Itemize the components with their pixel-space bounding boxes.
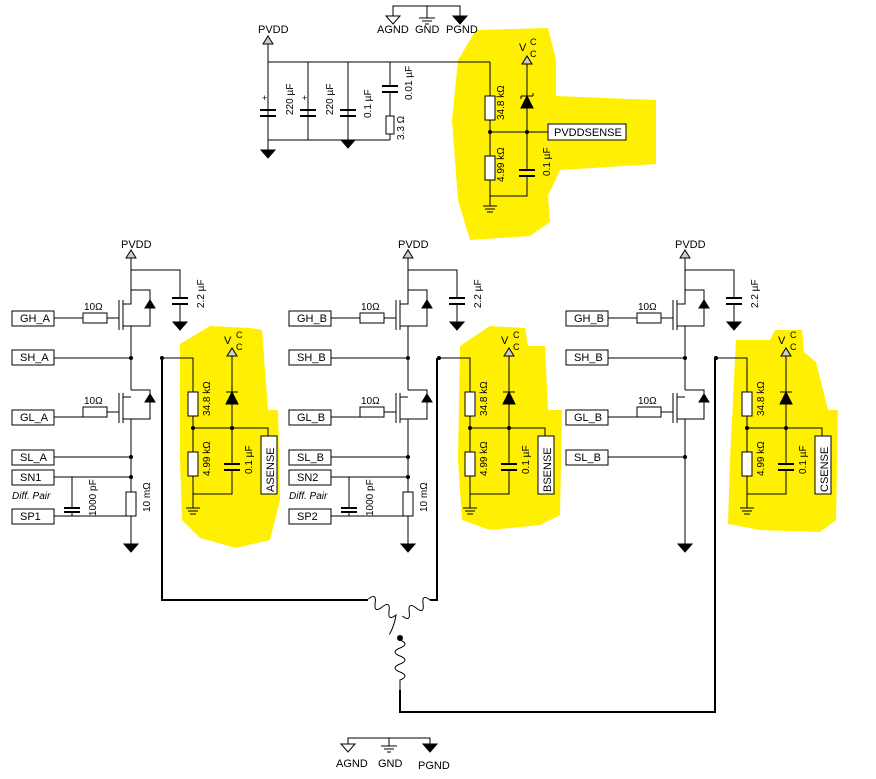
phase-2-vcc-sub: C	[513, 330, 520, 340]
phase-3-sense-net: CSENSE	[819, 447, 831, 492]
phase-3-rg-high-label: 10Ω	[638, 302, 657, 313]
highlight-csense	[728, 330, 838, 532]
svg-text:C: C	[530, 37, 537, 47]
phase-1-rbot-label: 4.99 kΩ	[202, 441, 213, 476]
top-snubber-label: 3.3 Ω	[396, 115, 407, 140]
phase-2-sn-net: SN2	[297, 472, 318, 484]
phase-3-pvdd-label: PVDD	[675, 239, 706, 251]
phase-3-sl-net: SL_B	[574, 452, 601, 464]
phase-1-csense-label: 1000 pF	[88, 479, 99, 516]
phase-2-cap-label: 0.1 µF	[521, 445, 532, 474]
phase-3-gh-net: GH_B	[574, 313, 604, 325]
phase-1-rg-low-label: 10Ω	[84, 396, 103, 407]
phase-1-sp-net: SP1	[20, 511, 41, 523]
phase-2-rg-high-label: 10Ω	[361, 302, 380, 313]
top-bulk-caps: PVDD + 220 µF + 220 µF 0.1 µF 0.01 µF 3.…	[258, 24, 490, 159]
phase-1-vcc-label: V	[224, 335, 232, 347]
phase-1: PVDD 2.2 µF 10Ω GH_A SH_A 10Ω GL_A SL_A 10 mΩ SN1…	[11, 239, 278, 553]
phase-1-rtop-label: 34.8 kΩ	[202, 381, 213, 416]
phase-1-sense-net: ASENSE	[265, 447, 277, 492]
phase-2-bulk-cap-label: 2.2 µF	[473, 279, 484, 308]
svg-text:4.99 kΩ: 4.99 kΩ	[496, 147, 507, 182]
phase-2-vcc-label: V	[501, 335, 509, 347]
phase-1-pvdd-label: PVDD	[121, 239, 152, 251]
phase-2-diff-pair-label: Diff. Pair	[289, 491, 328, 502]
pvdd-sense-divider: V C C 34.8 kΩ 4.99 kΩ 0.1 µF PVDDSENSE	[483, 37, 627, 213]
top-gnd-label: GND	[415, 24, 440, 36]
top-agnd-label: AGND	[377, 24, 409, 36]
phase-1-sh-net: SH_A	[20, 352, 49, 364]
phase-2-sp-net: SP2	[297, 511, 318, 523]
phase-1-sl-net: SL_A	[20, 452, 48, 464]
phase-2-gh-net: GH_B	[297, 313, 327, 325]
phase-1-vcc-sub: C	[236, 330, 243, 340]
phase-2-pvdd-label: PVDD	[398, 239, 429, 251]
highlight-asense	[180, 326, 280, 548]
top-cap2-label: 220 µF	[325, 84, 336, 115]
phase-3-vcc-sub: C	[790, 330, 797, 340]
phase-2-rbot-label: 4.99 kΩ	[479, 441, 490, 476]
top-cap3-label: 0.1 µF	[363, 89, 374, 118]
svg-text:0.1 µF: 0.1 µF	[542, 147, 553, 176]
phase-2-rg-low-label: 10Ω	[361, 396, 380, 407]
phase-3-rg-low-label: 10Ω	[638, 396, 657, 407]
phase-1-gh-net: GH_A	[20, 313, 51, 325]
svg-text:V: V	[519, 42, 527, 54]
svg-text:+: +	[262, 93, 267, 103]
phase-3-vcc-sub2: C	[790, 342, 797, 352]
bottom-agnd-label: AGND	[336, 758, 368, 770]
phase-3: PVDD 2.2 µF 10Ω GH_B SH_B 10Ω GL_B SL_B 34.8 kΩ 4…	[565, 239, 832, 553]
phase-3-vcc-label: V	[778, 335, 786, 347]
top-pvdd-label: PVDD	[258, 24, 289, 36]
phase-2-shunt-label: 10 mΩ	[419, 482, 430, 512]
phase-3-cap-label: 0.1 µF	[798, 445, 809, 474]
top-cap4-label: 0.01 µF	[404, 66, 415, 100]
phase-2-sl-net: SL_B	[297, 452, 324, 464]
phase-3-bulk-cap-label: 2.2 µF	[750, 279, 761, 308]
phase-1-shunt-label: 10 mΩ	[142, 482, 153, 512]
motor-winding	[161, 358, 716, 713]
phase-1-bulk-cap-label: 2.2 µF	[196, 279, 207, 308]
bottom-pgnd-label: PGND	[418, 760, 450, 772]
phase-1-sn-net: SN1	[20, 472, 41, 484]
phase-1-rg-high-label: 10Ω	[84, 302, 103, 313]
svg-text:+: +	[302, 93, 307, 103]
phase-3-rtop-label: 34.8 kΩ	[756, 381, 767, 416]
phase-2-csense-label: 1000 pF	[365, 479, 376, 516]
phase-1-vcc-sub2: C	[236, 342, 243, 352]
phase-layer: PVDD 2.2 µF 10Ω GH_A SH_A 10Ω GL_A SL_A 10 mΩ SN1…	[11, 239, 832, 553]
pvddsense-net-label: PVDDSENSE	[554, 127, 622, 139]
phase-2-sh-net: SH_B	[297, 352, 326, 364]
phase-2-rtop-label: 34.8 kΩ	[479, 381, 490, 416]
phase-2-sense-net: BSENSE	[542, 447, 554, 492]
top-cap1-label: 220 µF	[285, 84, 296, 115]
phase-1-gl-net: GL_A	[20, 412, 49, 424]
top-ground-symbols: AGND GND PGND	[377, 5, 478, 36]
phase-1-cap-label: 0.1 µF	[244, 445, 255, 474]
top-pgnd-label: PGND	[446, 24, 478, 36]
bottom-ground-symbols: AGND GND PGND	[336, 737, 450, 772]
svg-text:34.8 kΩ: 34.8 kΩ	[496, 85, 507, 120]
phase-3-gl-net: GL_B	[574, 412, 602, 424]
phase-3-rbot-label: 4.99 kΩ	[756, 441, 767, 476]
svg-text:C: C	[530, 49, 537, 59]
phase-1-diff-pair-label: Diff. Pair	[12, 491, 51, 502]
phase-3-sh-net: SH_B	[574, 352, 603, 364]
phase-2-vcc-sub2: C	[513, 342, 520, 352]
phase-2: PVDD 2.2 µF 10Ω GH_B SH_B 10Ω GL_B SL_B 10 mΩ SN2…	[288, 239, 555, 553]
bottom-gnd-label: GND	[378, 758, 403, 770]
phase-2-gl-net: GL_B	[297, 412, 325, 424]
